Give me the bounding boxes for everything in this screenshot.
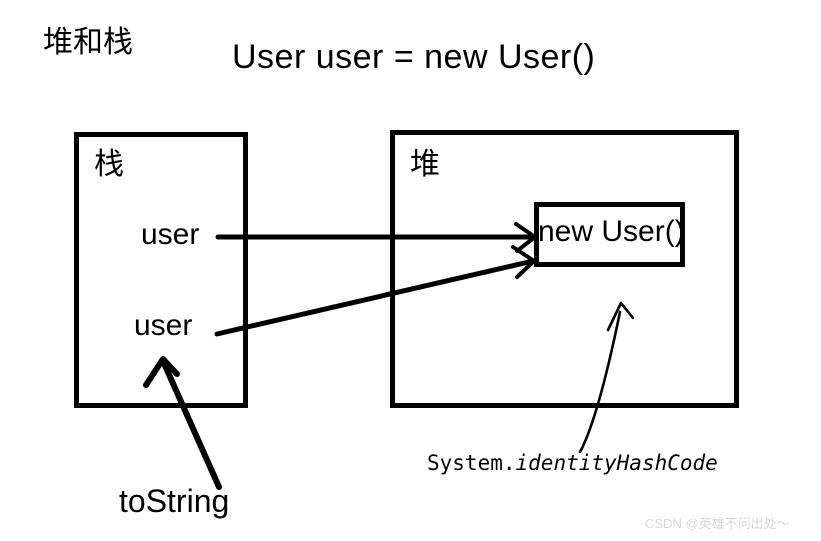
tostring-arrow — [143, 356, 222, 490]
identity-hash-annotation: System.identityHashCode — [427, 453, 718, 474]
identity-hash-method: identityHashCode — [515, 451, 718, 475]
watermark: CSDN @英雄不问出处～ — [645, 516, 790, 531]
page-title: 堆和栈 — [43, 26, 133, 59]
stack-slot-user-2: user — [134, 309, 193, 342]
stack-slot-user-1: user — [141, 218, 200, 251]
identity-hash-prefix: System. — [427, 451, 516, 475]
reference-arrow-2 — [214, 245, 536, 337]
stack-box — [74, 132, 248, 408]
code-expression-label: User user = new User() — [232, 38, 596, 76]
heap-object-label-clip: new User() — [534, 202, 684, 266]
identity-hash-arrow — [578, 301, 635, 454]
heap-object-box — [534, 202, 685, 267]
heap-object-label: new User() — [538, 215, 684, 248]
reference-arrow-1 — [215, 222, 537, 253]
heap-box — [390, 130, 739, 408]
tostring-annotation-label: toString — [119, 483, 230, 519]
stack-region-label: 栈 — [94, 148, 124, 181]
heap-region-label: 堆 — [410, 148, 440, 181]
